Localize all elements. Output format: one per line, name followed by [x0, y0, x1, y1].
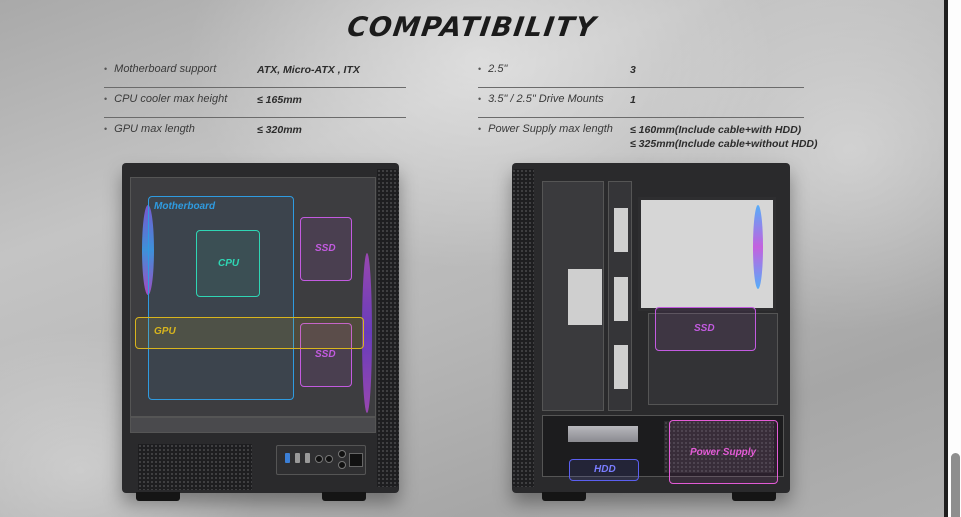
case-foot [136, 492, 180, 501]
spec-row: Motherboard support ATX, Micro-ATX , ITX [104, 58, 406, 88]
ssd-zone-label: SSD [315, 243, 336, 254]
spec-label: 3.5" / 2.5" Drive Mounts [478, 93, 603, 105]
spec-value: 3 [630, 64, 636, 76]
spec-value: ≤ 165mm [257, 94, 302, 106]
ssd-zone-rear: SSD [655, 307, 756, 351]
spec-row: CPU cooler max height ≤ 165mm [104, 88, 406, 118]
cutout [614, 345, 628, 389]
spec-row: 2.5" 3 [478, 58, 804, 88]
spec-value: ATX, Micro-ATX , ITX [257, 64, 360, 76]
front-io-panel [276, 445, 366, 475]
scrollbar-track[interactable] [949, 0, 961, 517]
cpu-zone-label: CPU [218, 258, 240, 269]
psu-vent [664, 421, 774, 473]
power-button-icon [338, 450, 346, 458]
spec-row: GPU max length ≤ 320mm [104, 118, 406, 147]
motherboard-zone: Motherboard [148, 196, 294, 400]
power-supply-zone: Power Supply [669, 420, 778, 484]
case-rear-view: SSD HDD Power Supply [512, 163, 790, 501]
led-control-button [349, 453, 363, 467]
audio-jack-icon [315, 455, 323, 463]
spec-list-left: Motherboard support ATX, Micro-ATX , ITX… [104, 58, 406, 147]
front-mesh-panel [377, 169, 399, 487]
spec-row: Power Supply max length ≤ 160mm(Include … [478, 118, 817, 158]
hdd-zone-label: HDD [594, 464, 616, 475]
shroud-vent [138, 444, 252, 490]
case-front-view: Motherboard CPU SSD SSD GPU [122, 163, 399, 501]
usb-port-icon [305, 453, 310, 463]
psu-shroud-top [130, 417, 376, 433]
front-mesh-panel [512, 169, 534, 487]
ssd-zone-label: SSD [315, 349, 336, 360]
usb-port-icon [295, 453, 300, 463]
cutout [614, 277, 628, 321]
scrollbar-thumb[interactable] [951, 453, 960, 517]
spec-list-right: 2.5" 3 3.5" / 2.5" Drive Mounts 1 Power … [478, 58, 818, 158]
spec-row: 3.5" / 2.5" Drive Mounts 1 [478, 88, 804, 118]
case-foot [732, 492, 776, 501]
spec-value-line: ≤ 160mm(Include cable+with HDD) [630, 124, 802, 136]
reset-button-icon [338, 461, 346, 469]
cutout [568, 269, 602, 325]
spec-value: 1 [630, 94, 636, 106]
case-foot [322, 492, 366, 501]
page-divider [944, 0, 948, 517]
spec-label: Motherboard support [104, 63, 216, 75]
spec-label: CPU cooler max height [104, 93, 227, 105]
spec-label: Power Supply max length [478, 123, 613, 135]
rear-window-cutout [638, 197, 776, 311]
fan-glow-icon [362, 253, 372, 413]
hdd-zone: HDD [569, 459, 639, 481]
drive-bay-panel [648, 313, 778, 405]
gpu-zone-label: GPU [154, 326, 176, 337]
spec-value: ≤ 320mm [257, 124, 302, 136]
fan-glow-icon [753, 205, 763, 289]
spec-value-line: ≤ 325mm(Include cable+without HDD) [630, 138, 818, 150]
hdd-bracket [568, 426, 638, 442]
ssd-zone-label: SSD [694, 323, 715, 334]
spec-label: 2.5" [478, 63, 507, 75]
ssd-zone-top: SSD [300, 217, 352, 281]
cpu-zone: CPU [196, 230, 260, 297]
ssd-zone-bottom: SSD [300, 323, 352, 387]
audio-jack-icon [325, 455, 333, 463]
usb-port-icon [285, 453, 290, 463]
gpu-zone: GPU [135, 317, 364, 349]
page-title: COMPATIBILITY [345, 12, 599, 43]
power-supply-zone-label: Power Supply [690, 447, 757, 458]
cutout [614, 208, 628, 252]
case-foot [542, 492, 586, 501]
spec-label: GPU max length [104, 123, 195, 135]
spec-value: ≤ 160mm(Include cable+with HDD) ≤ 325mm(… [630, 123, 818, 151]
motherboard-zone-label: Motherboard [154, 201, 216, 212]
